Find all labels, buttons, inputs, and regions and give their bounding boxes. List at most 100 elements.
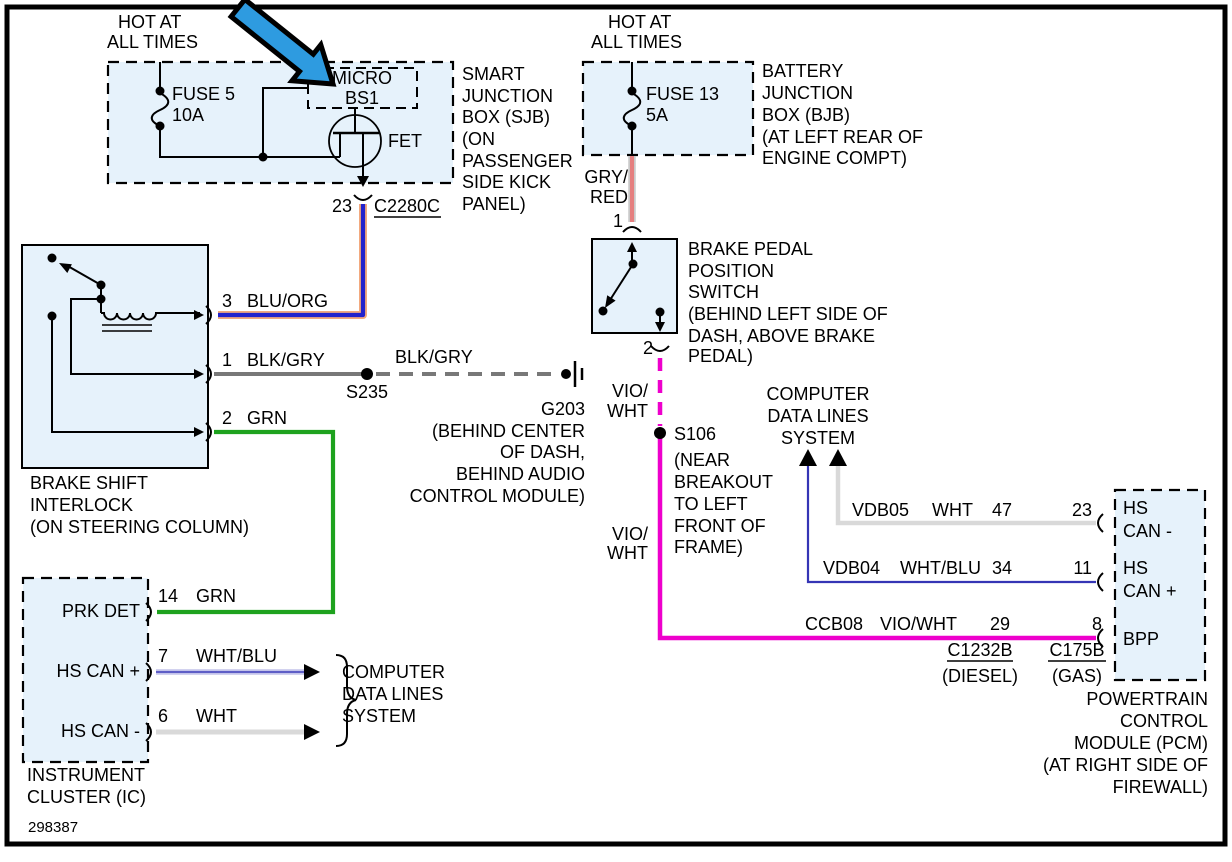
svg-text:JUNCTION: JUNCTION	[462, 86, 553, 106]
bus-arrow-icon	[304, 664, 320, 680]
pcm-connector-c175b-note: (GAS)	[1052, 666, 1102, 686]
bus-arrow-icon	[304, 724, 320, 740]
interlock-pin2-color: GRN	[247, 408, 287, 428]
s106-label: S106	[674, 424, 716, 444]
pcm-row1-color: WHT	[932, 500, 973, 520]
fet-label: FET	[388, 131, 422, 151]
wire-vio-wht: VIO/ WHT VIO/ WHT S106 (NEAR BREAKOUT TO…	[607, 358, 1096, 641]
brake-pedal-position-switch: BRAKE PEDAL POSITION SWITCH (BEHIND LEFT…	[591, 238, 888, 366]
svg-text:WHT: WHT	[607, 543, 648, 563]
ic-pin14-connector	[145, 602, 152, 622]
sjb-junction-dot	[258, 152, 268, 162]
pcm-row1-circuit: VDB05	[852, 500, 909, 520]
pcm-pin-hs-can-minus: HS	[1123, 498, 1148, 518]
bps-pin2-connector	[650, 345, 670, 352]
svg-text:FRONT OF: FRONT OF	[674, 516, 766, 536]
svg-text:(AT RIGHT SIDE OF: (AT RIGHT SIDE OF	[1043, 755, 1208, 775]
svg-text:DATA LINES: DATA LINES	[342, 684, 443, 704]
svg-text:INTERLOCK: INTERLOCK	[30, 495, 133, 515]
pcm-row2-pin: 11	[1073, 558, 1092, 578]
bjb-name: BATTERY	[762, 61, 843, 81]
bps-pin1-number: 1	[613, 211, 623, 231]
svg-text:ALL TIMES: ALL TIMES	[107, 32, 198, 52]
svg-text:FIREWALL): FIREWALL)	[1113, 777, 1208, 797]
svg-text:BS1: BS1	[345, 88, 379, 108]
pcm-row1-junction-pin: 47	[992, 500, 1012, 520]
smart-junction-box: HOT AT ALL TIMES FUSE 5 10A MICRO BS1 FE…	[106, 12, 573, 218]
wire-gry-red: GRY/ RED 1	[584, 156, 642, 233]
ic-pin-prk-det: PRK DET	[62, 601, 140, 621]
fuse5-label: FUSE 5	[172, 84, 235, 104]
svg-text:BOX (SJB): BOX (SJB)	[462, 107, 550, 127]
svg-text:BREAKOUT: BREAKOUT	[674, 472, 773, 492]
figure-number: 298387	[28, 819, 78, 836]
interlock-pin1-connector	[205, 364, 212, 384]
svg-text:MODULE (PCM): MODULE (PCM)	[1074, 733, 1208, 753]
svg-text:CLUSTER (IC): CLUSTER (IC)	[27, 787, 146, 807]
wire-wht-blu-right	[806, 466, 1096, 584]
bps-pin2-number: 2	[643, 338, 653, 358]
brake-shift-interlock: 3 BLU/ORG 1 BLK/GRY 2 GRN BRAKE SHIFT IN…	[21, 244, 328, 537]
splice-s235	[361, 368, 373, 380]
interlock-switch-blade	[65, 264, 102, 286]
svg-text:(ON STEERING COLUMN): (ON STEERING COLUMN)	[30, 517, 249, 537]
svg-text:(BEHIND LEFT SIDE OF: (BEHIND LEFT SIDE OF	[688, 304, 888, 324]
svg-text:ALL TIMES: ALL TIMES	[591, 32, 682, 52]
ground-g203-icon	[561, 361, 584, 387]
c2280c-connector-label: C2280C	[374, 196, 440, 216]
interlock-pin3-number: 3	[222, 291, 232, 311]
pcm-pin11-connector	[1097, 572, 1104, 592]
svg-text:(AT LEFT REAR OF: (AT LEFT REAR OF	[762, 127, 923, 147]
fuse5-symbol	[150, 92, 170, 127]
wire-blu-org	[218, 204, 367, 319]
svg-text:BEHIND AUDIO: BEHIND AUDIO	[456, 464, 585, 484]
pcm-row3-circuit: CCB08	[805, 614, 863, 634]
s106-note: (NEAR	[674, 450, 730, 470]
interlock-pin1-number: 1	[222, 350, 232, 370]
interlock-coil-core	[102, 324, 152, 332]
gry-red-wire-label: GRY/	[584, 167, 628, 187]
svg-text:SWITCH: SWITCH	[688, 282, 759, 302]
svg-text:5A: 5A	[646, 105, 668, 125]
svg-text:PEDAL): PEDAL)	[688, 346, 753, 366]
svg-text:CAN +: CAN +	[1123, 581, 1177, 601]
svg-text:DATA LINES: DATA LINES	[767, 406, 868, 426]
wire-wht-blu-ic	[156, 664, 320, 680]
s235-label: S235	[346, 382, 388, 402]
ic-pin14-color: GRN	[196, 586, 236, 606]
vio-wht-label-lower: VIO/	[612, 524, 648, 544]
svg-text:FRAME): FRAME)	[674, 537, 743, 557]
pcm-row2-circuit: VDB04	[823, 558, 880, 578]
sjb-box	[106, 60, 455, 185]
bps-pin1-connector	[622, 226, 642, 233]
pcm-row3-color: VIO/WHT	[880, 614, 957, 634]
svg-text:10A: 10A	[172, 105, 204, 125]
bps-box	[591, 238, 678, 334]
ic-pin6-color: WHT	[196, 706, 237, 726]
bus-brace	[335, 654, 357, 747]
pcm-connector-c1232b-note: (DIESEL)	[942, 666, 1018, 686]
wire-blk-gry: S235 BLK/GRY G203 (BEHIND CENTER OF DASH…	[214, 347, 585, 506]
powertrain-control-module: VDB05 WHT 47 23 HS CAN - VDB04 WHT/BLU 3…	[805, 488, 1208, 797]
svg-text:(BEHIND CENTER: (BEHIND CENTER	[432, 421, 585, 441]
ic-pin7-number: 7	[158, 646, 168, 666]
svg-text:SYSTEM: SYSTEM	[781, 428, 855, 448]
bus-left-label: COMPUTER	[342, 662, 445, 682]
pcm-pin-bpp: BPP	[1123, 629, 1159, 649]
ic-pin6-number: 6	[158, 706, 168, 726]
svg-text:(ON: (ON	[462, 129, 495, 149]
ic-pin-hs-can-minus: HS CAN -	[61, 721, 140, 741]
ic-name: INSTRUMENT	[27, 765, 145, 785]
micro-label: MICRO	[332, 68, 392, 88]
c2280c-connector-symbol	[353, 194, 373, 201]
svg-text:OF DASH,: OF DASH,	[500, 442, 585, 462]
pcm-row1-pin: 23	[1072, 500, 1092, 520]
interlock-box	[21, 244, 209, 469]
wire-grn	[157, 429, 336, 615]
pcm-row2-color: WHT/BLU	[900, 558, 981, 578]
pcm-name: POWERTRAIN	[1086, 689, 1208, 709]
fuse13-symbol	[622, 92, 642, 127]
battery-junction-box: HOT AT ALL TIMES FUSE 13 5A BATTERY JUNC…	[581, 12, 923, 168]
pcm-row3-pin: 8	[1092, 614, 1102, 634]
